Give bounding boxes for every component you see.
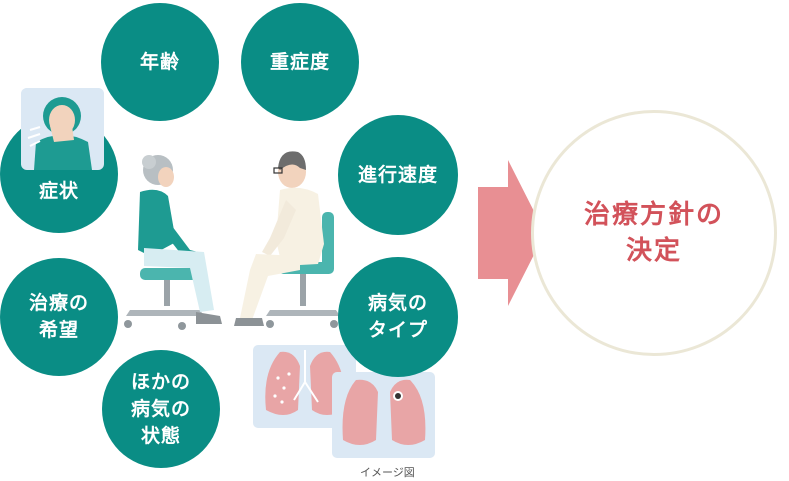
patient-chair [124,268,204,330]
factor-other-disease: ほかの 病気の 状態 [102,350,220,468]
factor-treatment-hope-line1: 治療の [28,292,89,314]
factor-age-label: 年齢 [139,50,180,73]
factor-other-disease-line3: 状態 [140,424,181,447]
factor-progression: 進行速度 [338,115,458,235]
factor-treatment-hope-line2: 希望 [38,319,79,341]
doctor-figure [234,151,324,326]
image-caption: イメージ図 [360,466,415,479]
arrow-right-icon [478,160,545,306]
factor-disease-type-line2: タイプ [367,319,428,341]
factor-disease-type: 病気の タイプ [338,257,458,377]
treatment-decision-circle: 治療方針の 決定 [531,110,777,356]
factor-other-disease-line1: ほかの [130,370,191,393]
treatment-decision-line1: 治療方針の [583,200,724,230]
factor-treatment-hope: 治療の 希望 [0,258,118,376]
factor-age: 年齢 [101,3,219,121]
factor-other-disease-line2: 病気の [130,397,191,420]
factor-symptoms-label: 症状 [38,179,79,202]
factor-severity: 重症度 [241,3,359,121]
treatment-decision-line2: 決定 [625,236,682,266]
factor-disease-type-line1: 病気の [367,292,428,314]
coughing-person-icon [21,88,104,170]
lung-image-2 [332,372,435,458]
factor-progression-label: 進行速度 [357,163,438,186]
patient-figure [138,155,222,324]
factor-severity-label: 重症度 [269,50,330,73]
